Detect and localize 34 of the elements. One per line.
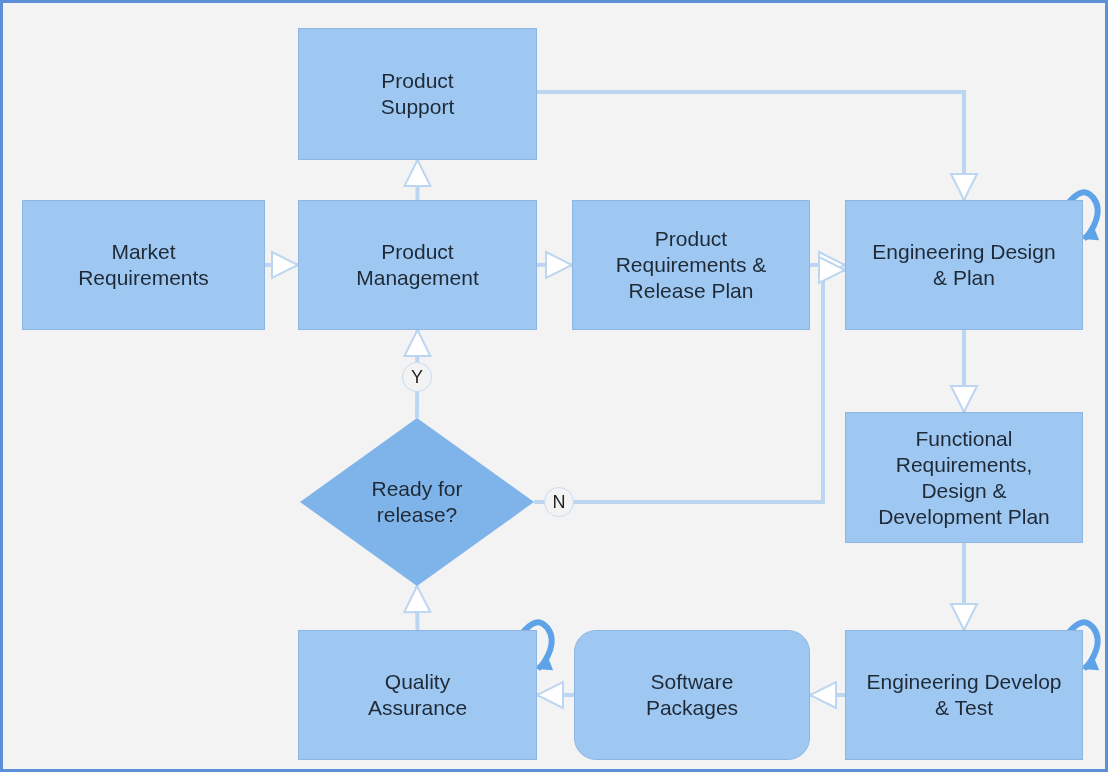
arrow	[403, 585, 432, 631]
node-label: Ready for release?	[370, 476, 464, 528]
node-label: Quality Assurance	[366, 669, 469, 721]
edge-label: Y	[402, 362, 432, 392]
node-label: Functional Requirements, Design & Development Plan	[877, 425, 1051, 530]
node-label: Software Packages	[644, 669, 740, 721]
arrow	[403, 159, 432, 200]
loop-arrow	[1066, 189, 1101, 241]
node-label: Market Requirements	[77, 239, 210, 291]
node-label: Engineering Design & Plan	[871, 239, 1057, 291]
node-label: Product Requirements & Release Plan	[614, 226, 768, 304]
process-box	[845, 412, 1083, 543]
arrow	[537, 90, 978, 201]
process-box	[22, 200, 265, 330]
loop-arrow	[520, 619, 555, 671]
process-box	[845, 200, 1083, 330]
node-label: Product Support	[379, 68, 456, 120]
arrow	[809, 681, 845, 709]
arrow	[950, 543, 978, 631]
node-label: Product Management	[355, 239, 480, 291]
arrow	[536, 681, 574, 709]
loop-arrow	[1066, 619, 1101, 671]
node-label: Engineering Develop & Test	[865, 669, 1063, 721]
process-box	[845, 630, 1083, 760]
edge-label: N	[544, 487, 574, 517]
arrow	[950, 330, 978, 413]
process-box	[298, 630, 537, 760]
arrow	[534, 256, 846, 504]
arrow	[537, 251, 573, 279]
arrow	[265, 251, 299, 279]
process-box	[298, 28, 537, 160]
process-box	[574, 630, 810, 760]
process-box	[572, 200, 810, 330]
process-box	[298, 200, 537, 330]
